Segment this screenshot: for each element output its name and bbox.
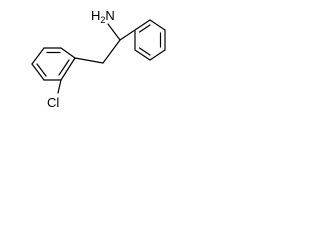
bond-ch-to-ch2 (102, 39, 121, 64)
molecule-structure: H2N Cl (31, 8, 166, 110)
double-bond-ring-l-c (58, 59, 70, 76)
double-bond-ring-r-c (138, 47, 151, 56)
bond-ring-l-1 (60, 47, 76, 59)
bond-ch-to-ring (119, 29, 136, 41)
bond-ring-r-4 (149, 49, 166, 61)
amine-label: H2N (91, 8, 115, 25)
bond-ch2-to-ring (74, 57, 104, 64)
bond-ring-l-6 (60, 57, 76, 81)
bond-ch-to-nh2 (107, 23, 121, 41)
bond-ring-r-2 (149, 19, 166, 31)
bond-ring-r-5 (134, 49, 151, 61)
phenyl-ring (134, 19, 166, 61)
bond-ring-r-1 (134, 19, 151, 31)
bond-ring-l-3 (31, 47, 45, 65)
bond-to-chlorine (57, 79, 62, 94)
side-chain (74, 23, 136, 64)
chlorophenyl-ring (31, 47, 76, 94)
double-bond-ring-r-a (138, 24, 151, 33)
bond-ring-l-4 (31, 63, 45, 81)
chlorine-label: Cl (47, 95, 59, 110)
double-bond-ring-l-b (36, 63, 47, 77)
